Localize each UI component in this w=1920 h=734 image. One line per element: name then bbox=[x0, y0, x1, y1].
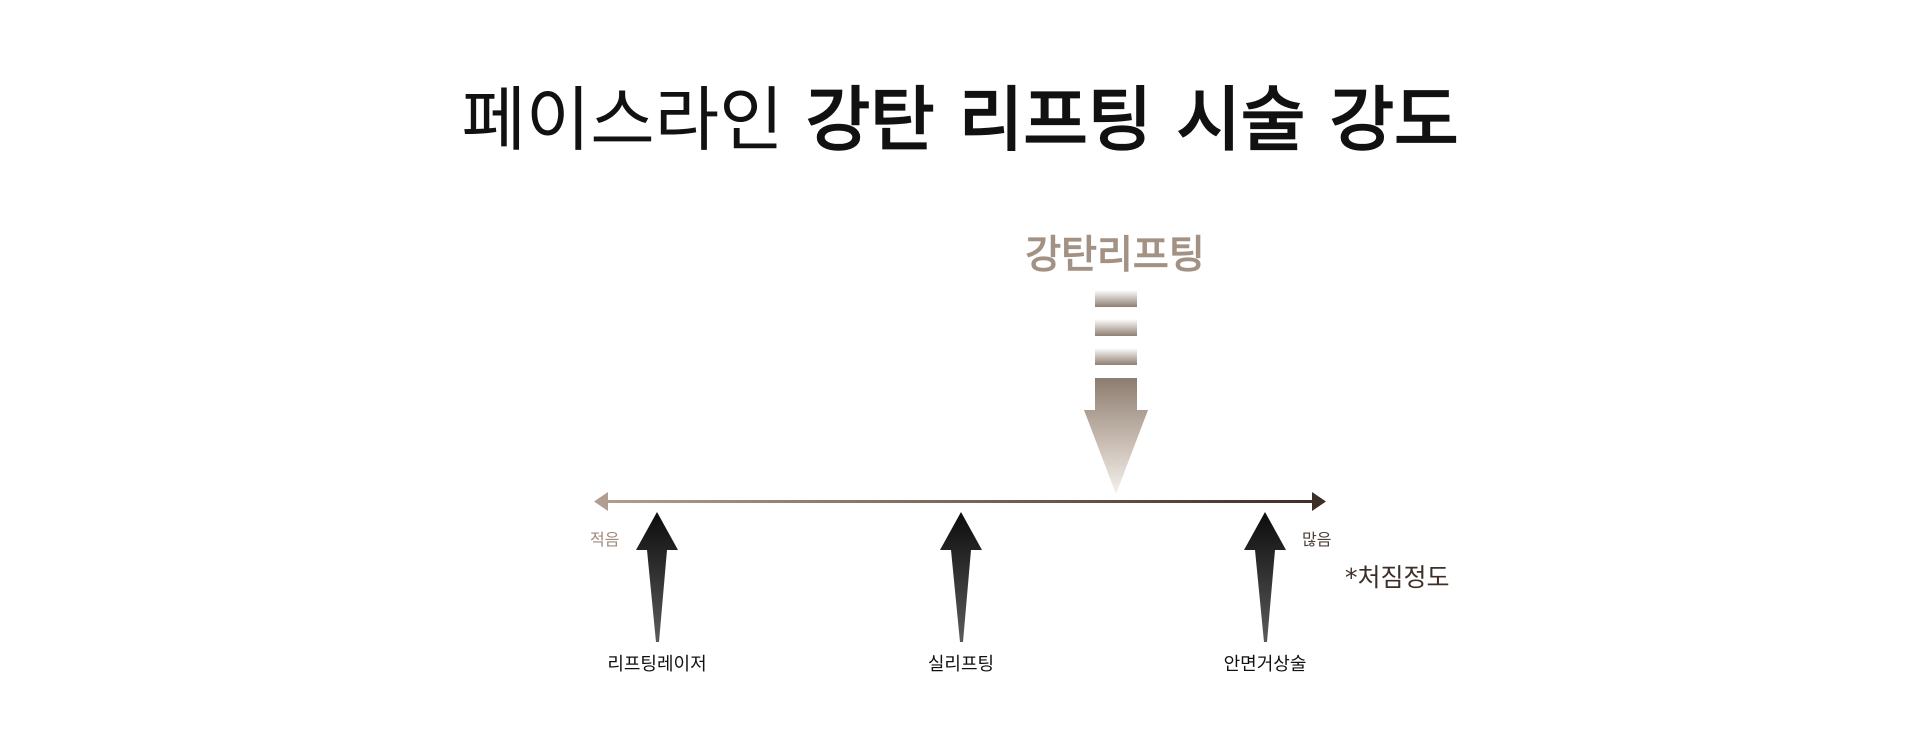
title-bold-part: 강탄 리프팅 시술 강도 bbox=[805, 79, 1459, 161]
procedure-label-laser: 리프팅레이저 bbox=[607, 654, 707, 675]
axis-left-arrowhead bbox=[594, 492, 608, 511]
axis-high-label: 많음 bbox=[1302, 530, 1332, 549]
axis-note: *처짐정도 bbox=[1345, 563, 1450, 592]
featured-arrow-segment bbox=[1095, 290, 1137, 307]
featured-procedure-label: 강탄리프팅 bbox=[1025, 233, 1205, 278]
featured-arrow-head bbox=[1084, 378, 1148, 494]
up-arrow-laser bbox=[636, 512, 678, 642]
axis-line bbox=[604, 500, 1316, 503]
procedure-label-facelift: 안면거상술 bbox=[1223, 654, 1307, 675]
axis-low-label: 적음 bbox=[590, 530, 620, 549]
featured-arrow-segment bbox=[1095, 319, 1137, 336]
procedure-label-thread: 실리프팅 bbox=[927, 654, 995, 675]
up-arrow-thread bbox=[940, 512, 982, 642]
title-light-part: 페이스라인 bbox=[461, 79, 784, 161]
up-arrow-facelift bbox=[1244, 512, 1286, 642]
featured-arrow-segment bbox=[1095, 348, 1137, 365]
page-title: 페이스라인 강탄 리프팅 시술 강도 bbox=[0, 78, 1920, 162]
axis-right-arrowhead bbox=[1312, 492, 1326, 511]
procedure-arrows bbox=[636, 512, 1286, 642]
featured-down-arrow bbox=[1084, 290, 1148, 494]
